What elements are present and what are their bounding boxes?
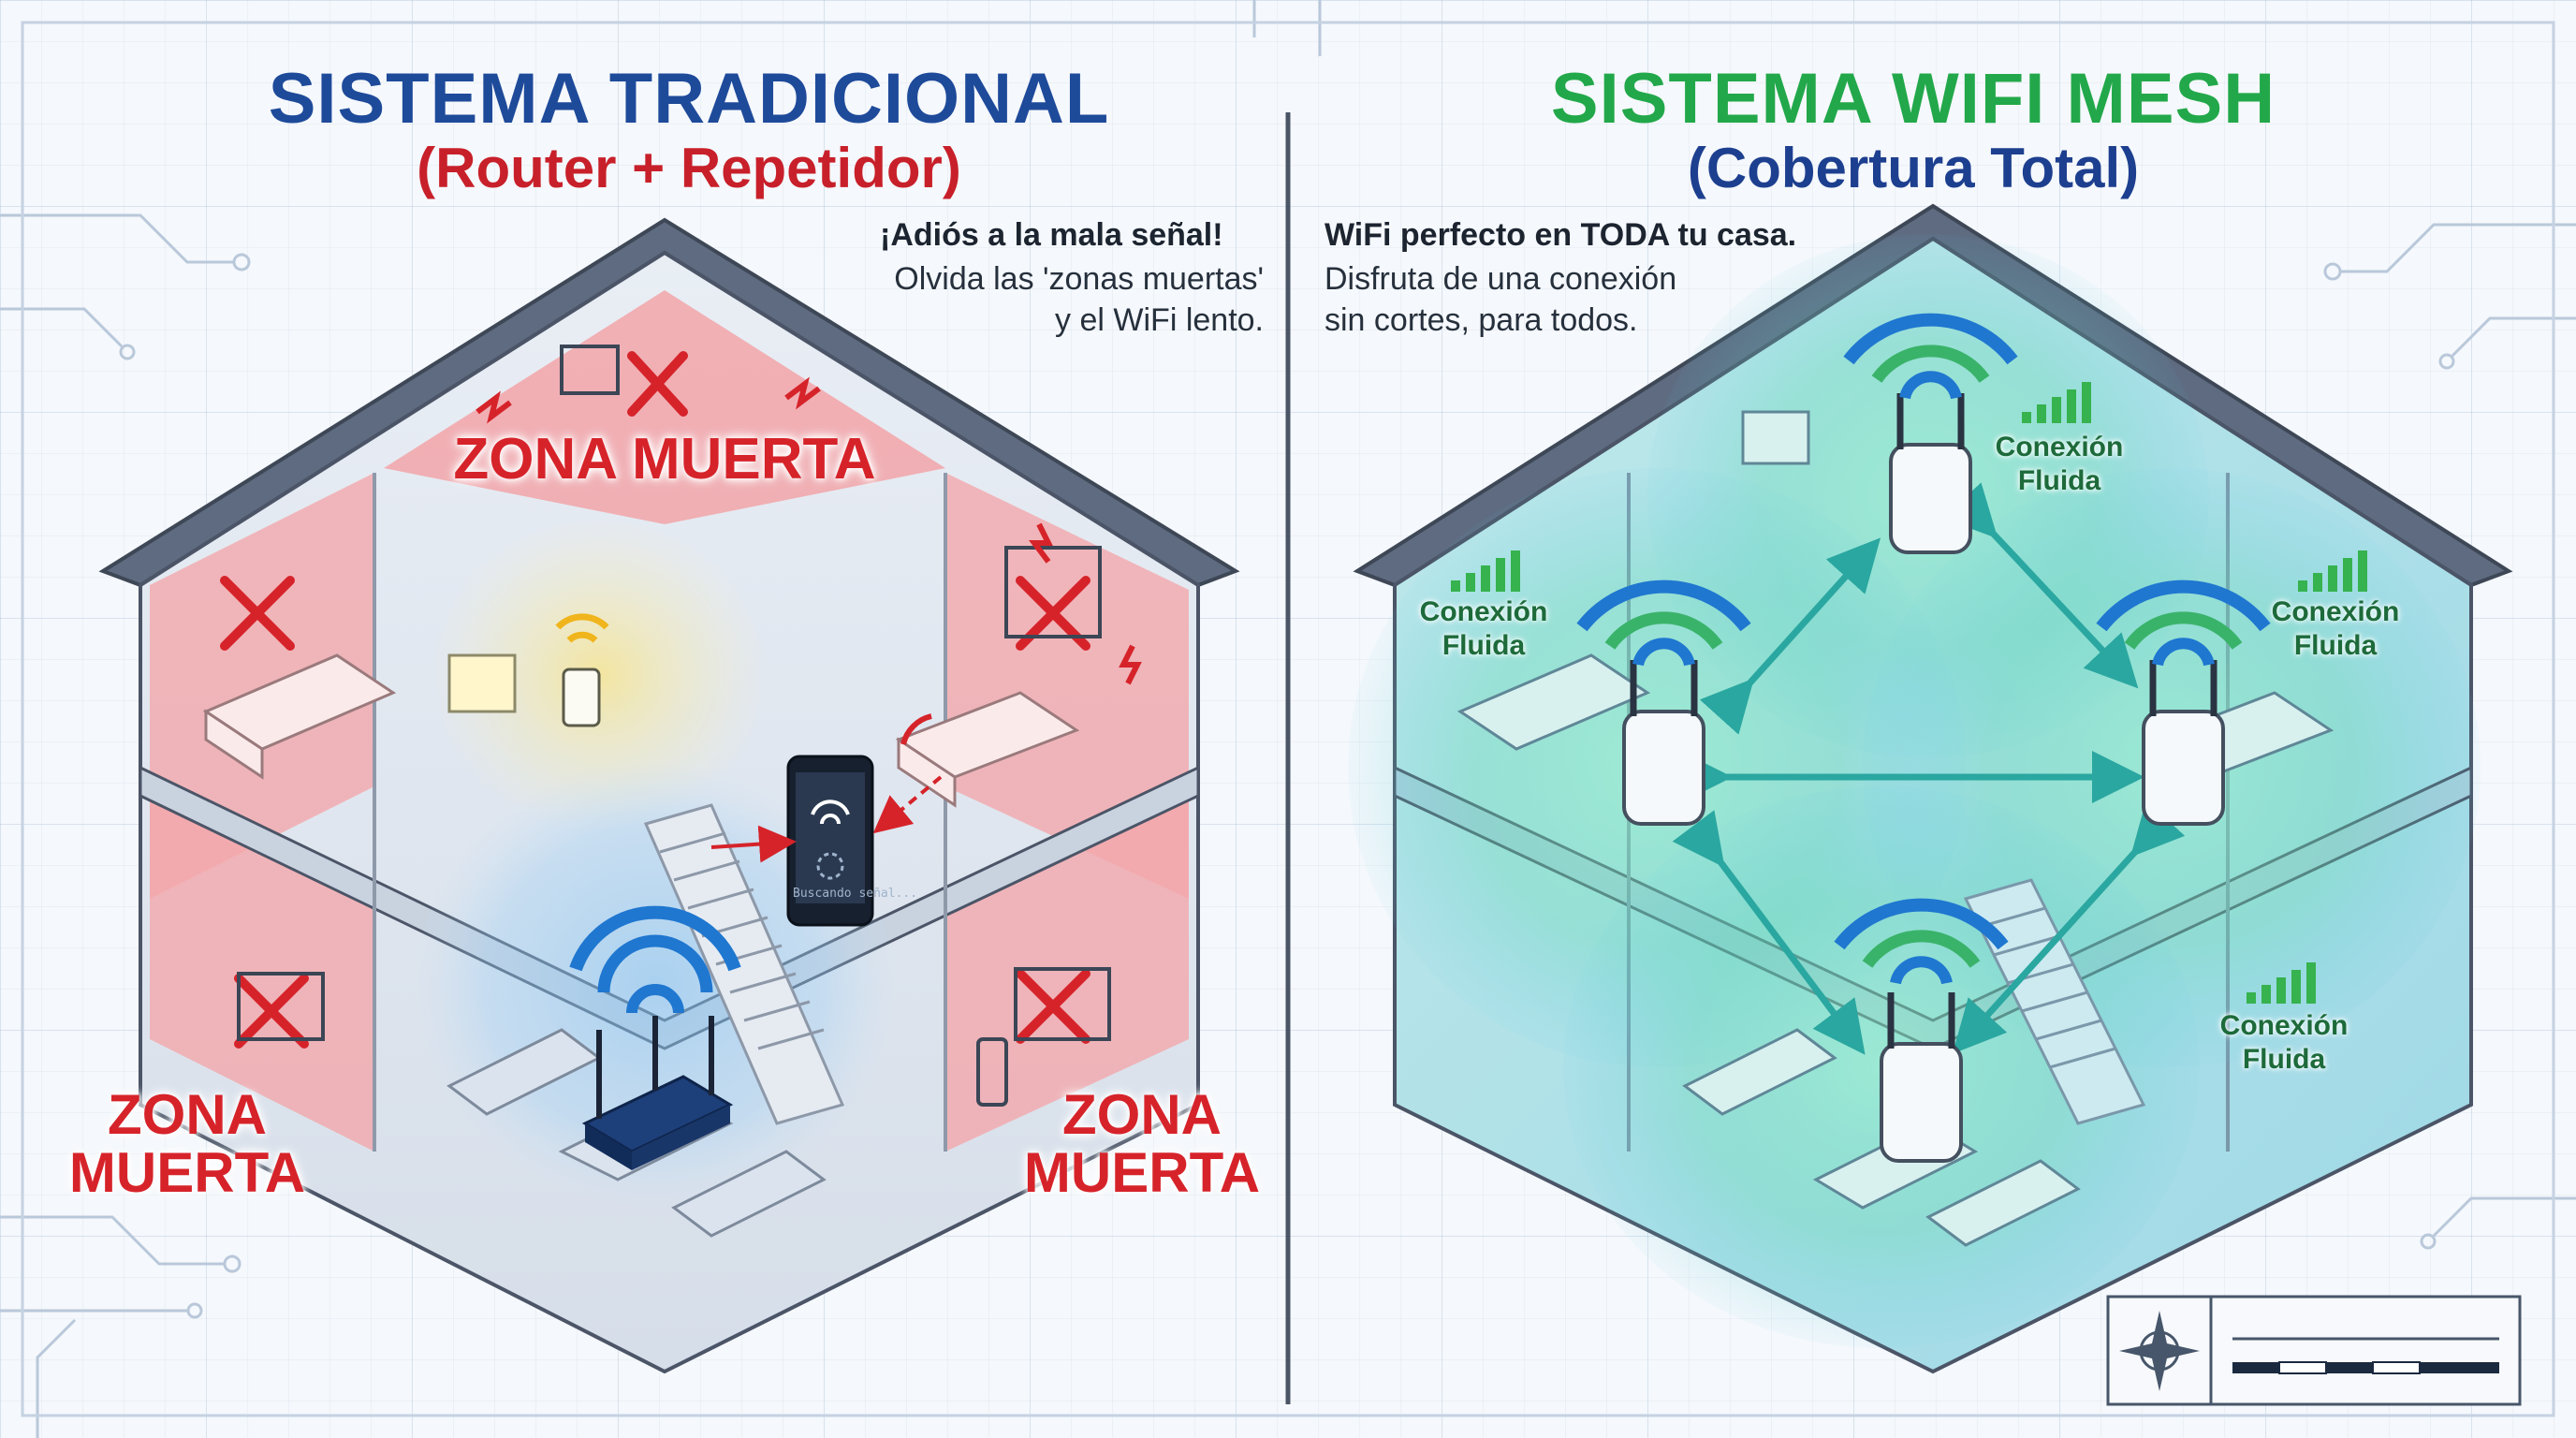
mesh-title: SISTEMA WIFI MESH (1550, 59, 2276, 139)
mesh-house (1348, 203, 2513, 1374)
signal-bars-icon (1451, 382, 2367, 1004)
flow-label-left: Conexión Fluida (1419, 596, 1548, 661)
compass-icon (2106, 1295, 2522, 1406)
flow-label-bottom: Conexión Fluida (2219, 1010, 2349, 1075)
mesh-links (1672, 482, 2186, 1055)
mesh-subtitle: (Cobertura Total) (1687, 137, 2140, 199)
dead-zone-label-left: ZONA MUERTA (68, 1083, 306, 1204)
dead-zone-label-top: ZONA MUERTA (453, 427, 876, 492)
flow-label-top: Conexión Fluida (1995, 432, 2124, 496)
traditional-house (98, 217, 1240, 1374)
mesh-lead: WiFi perfecto en TODA tu casa. (1325, 217, 1797, 253)
phone-status: Buscando señal... (793, 887, 918, 901)
mesh-node-icon (1576, 313, 2271, 1163)
lightning-icon (476, 376, 1142, 745)
traditional-lead: ¡Adiós a la mala señal! (880, 217, 1223, 253)
traditional-title: SISTEMA TRADICIONAL (268, 59, 1110, 139)
flow-label-right: Conexión Fluida (2271, 596, 2400, 661)
smartphone-icon (786, 755, 874, 927)
dead-zone-label-right: ZONA MUERTA (1023, 1083, 1261, 1204)
repeater-icon (555, 613, 609, 727)
router-icon (569, 905, 741, 1170)
traditional-body: Olvida las 'zonas muertas' y el WiFi len… (894, 261, 1264, 338)
traditional-subtitle: (Router + Repetidor) (417, 137, 961, 199)
mesh-body: Disfruta de una conexión sin cortes, par… (1325, 261, 1677, 338)
